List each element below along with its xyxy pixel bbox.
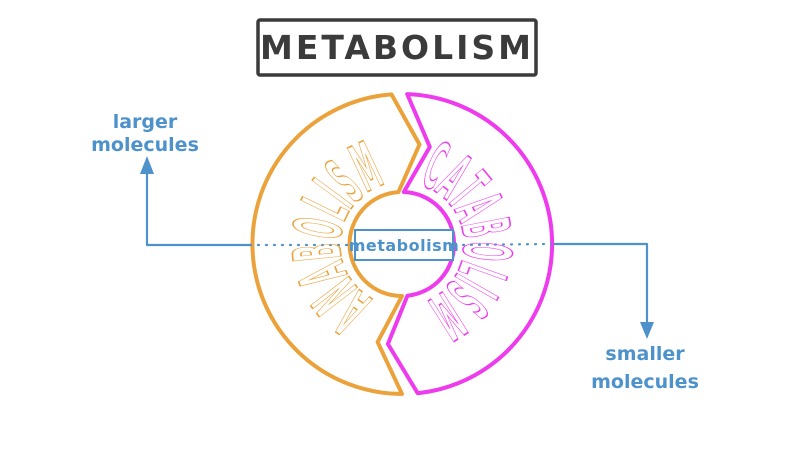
smaller-connector-line: [551, 242, 649, 326]
center-label: metabolism: [349, 236, 460, 255]
anabolism-arc: [250, 92, 422, 396]
center-frame: [354, 229, 454, 261]
catabolism-arc: [385, 92, 555, 396]
page-title: METABOLISM: [260, 28, 534, 67]
larger-label-line1: larger: [113, 111, 178, 133]
larger-label-line2: molecules: [91, 134, 199, 156]
title-frame: [256, 18, 538, 77]
smaller-label-line2: molecules: [591, 371, 699, 393]
up-arrow-icon: [140, 156, 154, 174]
dotted-connector-right: [453, 242, 553, 247]
smaller-molecules-annotation: smaller molecules: [551, 242, 699, 393]
metabolism-cycle: ANABOLISM CATABOLISM metabolism: [248, 92, 555, 396]
larger-molecules-annotation: larger molecules: [91, 111, 254, 247]
center-box: metabolism: [349, 229, 460, 261]
down-arrow-icon: [640, 322, 654, 339]
smaller-label-line1: smaller: [605, 343, 685, 365]
title-box: METABOLISM: [256, 18, 538, 77]
larger-connector-line: [145, 170, 254, 247]
